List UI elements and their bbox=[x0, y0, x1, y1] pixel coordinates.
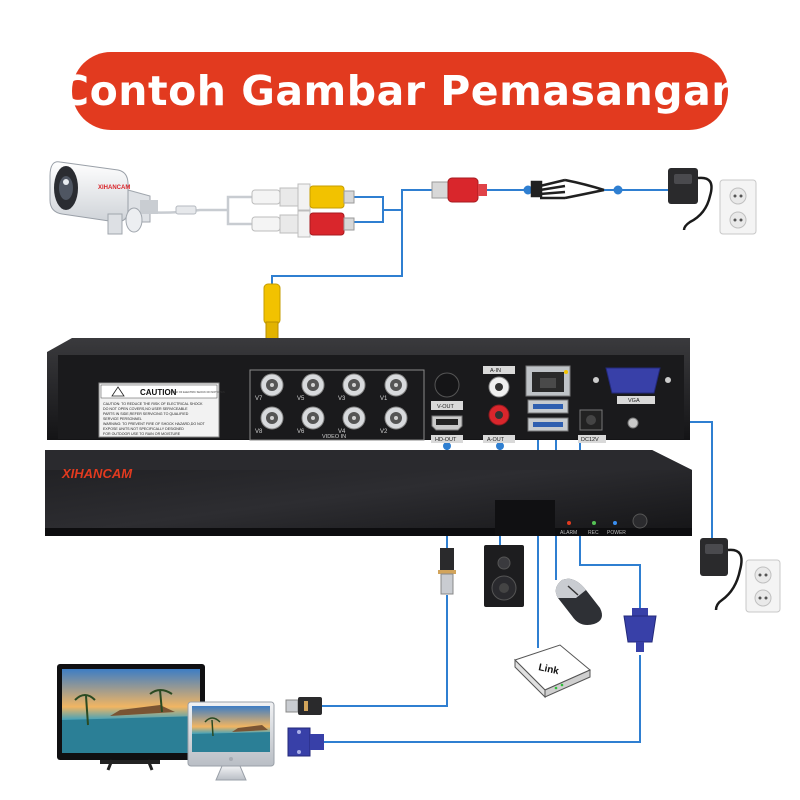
led-label: REC bbox=[588, 530, 599, 536]
svg-text:XIHANCAM: XIHANCAM bbox=[98, 185, 130, 191]
svg-text:PARTS IN SIDE,REFER SERVICING: PARTS IN SIDE,REFER SERVICING TO QUALIFI… bbox=[103, 412, 189, 416]
tv-monitor-icon bbox=[57, 664, 205, 771]
channel-label: V6 bbox=[297, 429, 305, 435]
page-title: Contoh Gambar Pemasangan bbox=[59, 67, 741, 115]
channel-label: V1 bbox=[380, 396, 388, 402]
router-label: Link bbox=[537, 662, 560, 677]
bnc-port bbox=[384, 406, 408, 430]
svg-text:EXPOSE UNITS NOT SPECIFICALLY: EXPOSE UNITS NOT SPECIFICALLY DESIGNED bbox=[103, 427, 184, 431]
wall-socket-icon bbox=[719, 179, 757, 235]
hd-out-label: HD-OUT bbox=[435, 437, 457, 443]
svg-text:FOR OUTDOOR USE TO RAIN OR MOI: FOR OUTDOOR USE TO RAIN OR MOISTURE bbox=[103, 432, 181, 436]
svg-text:DO NOT OPEN COVERS,NO USER SER: DO NOT OPEN COVERS,NO USER SERVICEABLE bbox=[103, 407, 188, 411]
hdmi-plug-icon bbox=[285, 697, 322, 715]
channel-label: V7 bbox=[255, 396, 263, 402]
led-label: POWER bbox=[607, 530, 626, 536]
wire-rca-bracket bbox=[352, 196, 384, 223]
v-out-port: V-OUT bbox=[431, 372, 463, 410]
channel-label: V3 bbox=[338, 396, 346, 402]
channel-label: V5 bbox=[297, 396, 305, 402]
hd-out-port: HD-OUT bbox=[431, 415, 463, 443]
bnc-port bbox=[301, 406, 325, 430]
caution-label: CAUTION RISK OF ELECTRIC SHOCK DO NOT OP… bbox=[98, 382, 225, 438]
caution-sub: RISK OF ELECTRIC SHOCK DO NOT OPEN bbox=[172, 390, 225, 394]
vga-plug-icon bbox=[623, 608, 657, 652]
status-leds: ALARM REC POWER bbox=[560, 513, 648, 536]
caution-lines: CAUTION: TO REDUCE THE RISK OF ELECTRICA… bbox=[103, 402, 206, 436]
lan-usb-ports bbox=[525, 365, 571, 432]
power-adapter-icon bbox=[668, 168, 713, 231]
power-adapter-icon bbox=[700, 538, 743, 611]
audio-ports: A-IN A-OUT bbox=[483, 366, 515, 443]
svg-text:SERVICE PERSONNEL: SERVICE PERSONNEL bbox=[103, 417, 142, 421]
led-label: ALARM bbox=[560, 530, 577, 536]
camera-rca-connectors bbox=[251, 183, 355, 238]
channel-label: V2 bbox=[380, 429, 388, 435]
bnc-port bbox=[301, 373, 325, 397]
speaker-icon bbox=[484, 545, 524, 607]
brand-logo: XIHANCAM bbox=[61, 466, 133, 481]
router-icon: Link bbox=[514, 644, 591, 699]
caution-heading: CAUTION bbox=[140, 388, 177, 397]
svg-text:WARNING: TO PREVENT FIRE OF SH: WARNING: TO PREVENT FIRE OF SHOCK HAZARD… bbox=[103, 422, 206, 426]
wire-hdmi-to-monitor bbox=[322, 595, 448, 707]
v-out-label: V-OUT bbox=[437, 404, 454, 410]
channel-label: V8 bbox=[255, 429, 263, 435]
video-in-panel: V7 V5 V3 V1 V8 V6 V4 V2 VIDEO IN bbox=[249, 369, 425, 441]
video-in-label: VIDEO IN bbox=[322, 434, 346, 440]
power-plug-icon bbox=[431, 177, 487, 203]
bnc-port bbox=[342, 373, 366, 397]
vga-label: VGA bbox=[628, 398, 640, 404]
mouse-icon bbox=[555, 578, 602, 625]
channel-label: V4 bbox=[338, 429, 346, 435]
a-in-label: A-IN bbox=[490, 368, 501, 374]
bnc-port bbox=[260, 373, 284, 397]
bnc-ports bbox=[260, 373, 408, 430]
dc-port: DC12V bbox=[578, 409, 639, 443]
bullet-camera-icon: XIHANCAM bbox=[49, 161, 252, 235]
wire-vga-to-monitor bbox=[322, 655, 641, 743]
hdmi-plug-icon bbox=[438, 548, 456, 595]
wall-socket-icon bbox=[745, 559, 781, 613]
bnc-port bbox=[260, 406, 284, 430]
a-out-label: A-OUT bbox=[487, 437, 505, 443]
title-banner: Contoh Gambar Pemasangan bbox=[59, 52, 740, 130]
vga-plug-icon bbox=[287, 727, 324, 757]
bnc-port bbox=[342, 406, 366, 430]
vga-port: VGA bbox=[593, 367, 671, 404]
wire-to-power-plug bbox=[383, 189, 432, 211]
svg-text:CAUTION: TO REDUCE THE RISK OF: CAUTION: TO REDUCE THE RISK OF ELECTRICA… bbox=[103, 402, 203, 406]
wire-video-to-bnc bbox=[271, 210, 403, 290]
dc-label: DC12V bbox=[581, 437, 599, 443]
computer-monitor-icon bbox=[187, 701, 275, 781]
bnc-port bbox=[384, 373, 408, 397]
power-splitter-icon bbox=[530, 178, 605, 200]
